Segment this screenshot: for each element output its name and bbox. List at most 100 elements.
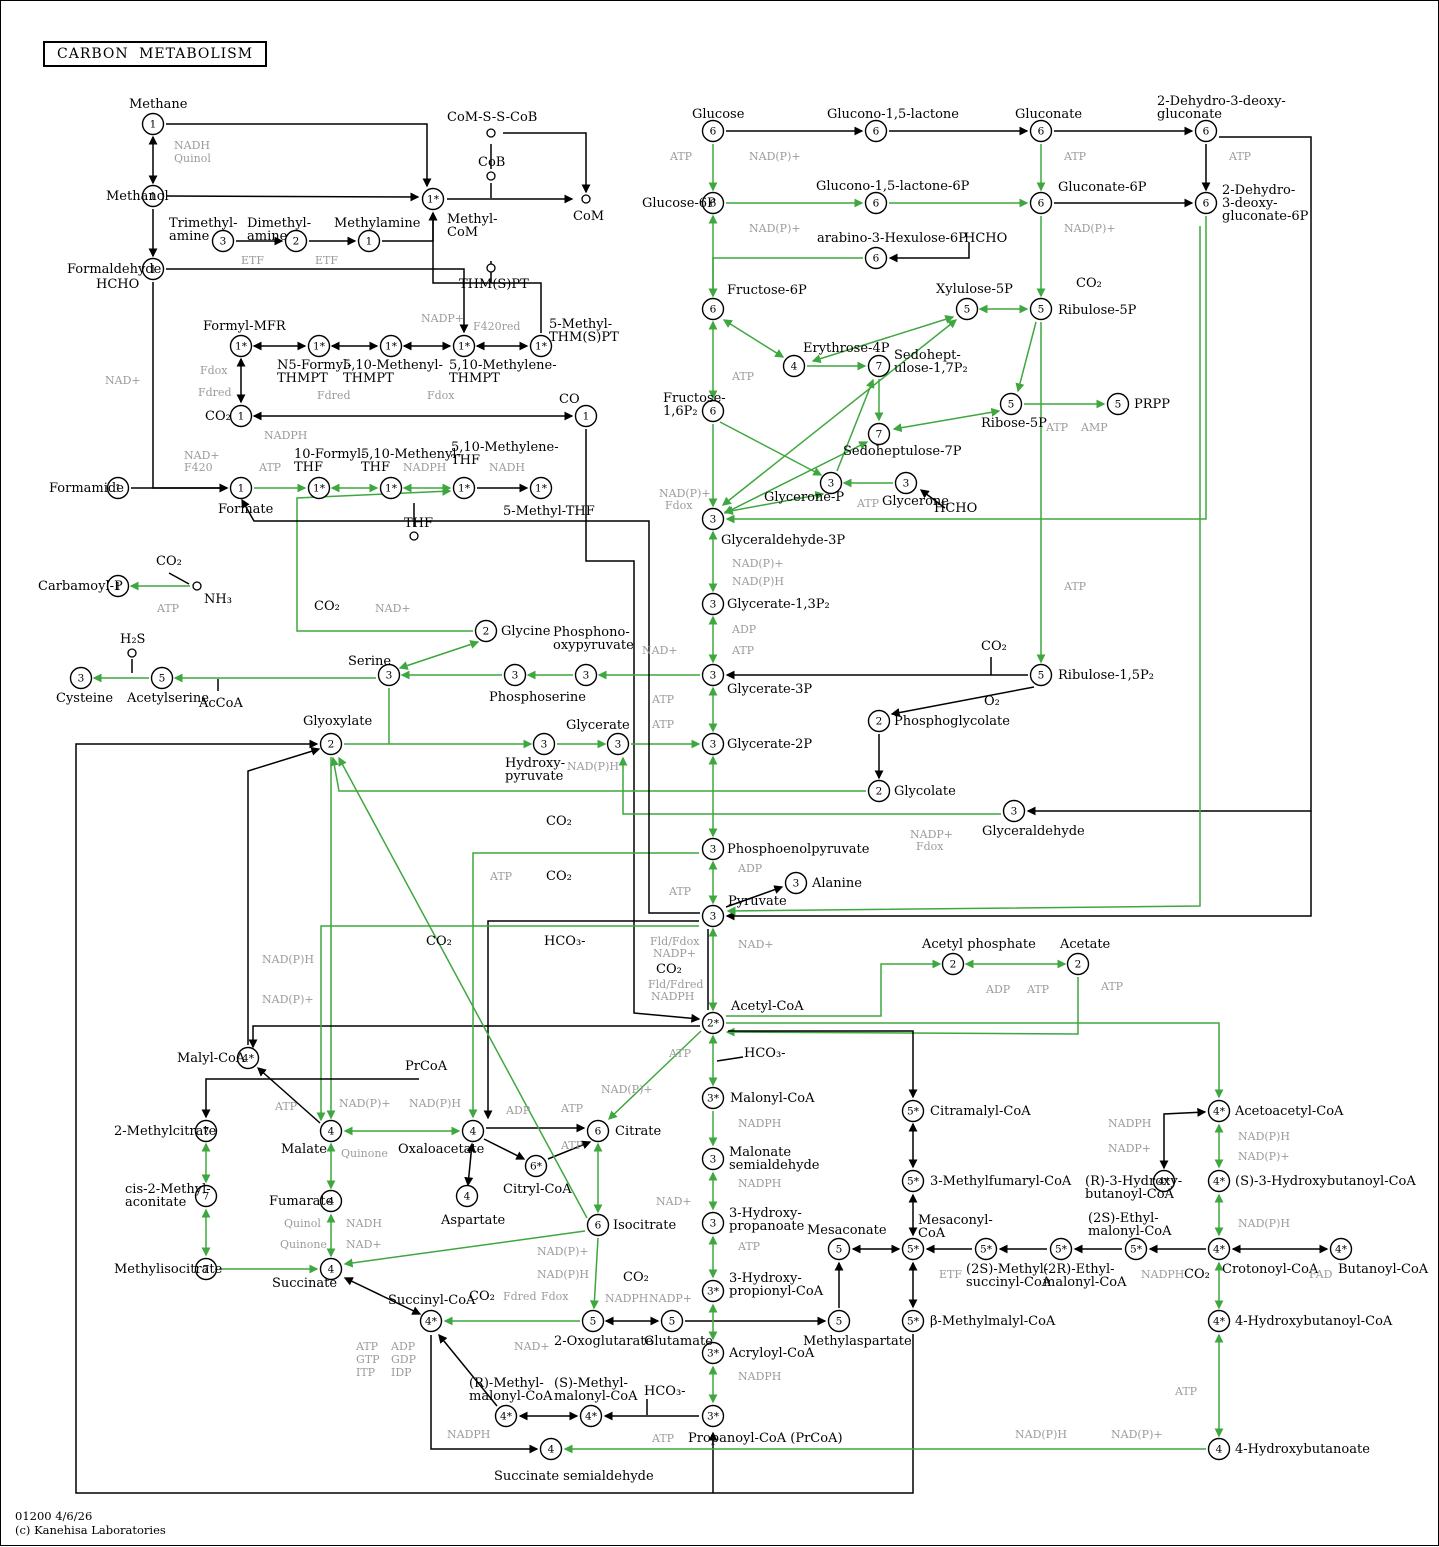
node-succinate-semialdehyde[interactable]: 4 [539, 1437, 563, 1461]
node-5-10-methylene-thmpt[interactable]: 1* [452, 334, 476, 358]
node-s-3-hydroxybutanoyl-coa[interactable]: 4* [1207, 1169, 1231, 1193]
compound-dot-h2s[interactable] [127, 648, 137, 658]
node-glucono-1-5-lactone-6p[interactable]: 6 [864, 191, 888, 215]
node-fumarate[interactable]: 4 [319, 1189, 343, 1213]
node-pyruvate[interactable]: 3 [701, 904, 725, 928]
node-co[interactable]: 1 [574, 404, 598, 428]
node-ribose-5p[interactable]: 5 [999, 392, 1023, 416]
compound-dot-nh3[interactable] [192, 581, 202, 591]
node-glycerate-3p[interactable]: 3 [701, 663, 725, 687]
node-acetylserine[interactable]: 5 [150, 666, 174, 690]
node-methylamine[interactable]: 1 [357, 229, 381, 253]
node-formamide[interactable]: 1 [106, 476, 130, 500]
node-citramalyl-coa[interactable]: 5* [901, 1099, 925, 1123]
node-5-10-methenyl-thmpt[interactable]: 1* [379, 334, 403, 358]
node-n5-formyl-thmpt[interactable]: 1* [307, 334, 331, 358]
node-phosphono-oxypyruvate[interactable]: 3 [574, 663, 598, 687]
node-methylaspartate[interactable]: 5 [827, 1309, 851, 1333]
node-2-dehydro-3-deoxy-gluconate[interactable]: 6 [1194, 119, 1218, 143]
node-methyl-com[interactable]: 1* [421, 187, 445, 211]
node-glucose[interactable]: 6 [701, 119, 725, 143]
node-gluconate[interactable]: 6 [1029, 119, 1053, 143]
node-trimethylamine[interactable]: 3 [211, 229, 235, 253]
node-cysteine[interactable]: 3 [69, 666, 93, 690]
node-2r-ethylmalonyl-coa[interactable]: 5* [1049, 1237, 1073, 1261]
node-glucono-1-5-lactone[interactable]: 6 [864, 119, 888, 143]
node-5-10-methylene-thf[interactable]: 1* [452, 476, 476, 500]
node-10-formyl-thf[interactable]: 1* [307, 476, 331, 500]
node-4-hydroxybutanoyl-coa[interactable]: 4* [1207, 1309, 1231, 1333]
node-glyceraldehyde[interactable]: 3 [1002, 799, 1026, 823]
node-fructose-1-6p2[interactable]: 6 [701, 399, 725, 423]
node-r-3-hydroxybutanoyl-coa[interactable]: 4* [1152, 1169, 1176, 1193]
node-acetyl-phosphate[interactable]: 2 [941, 952, 965, 976]
node-2-oxoglutarate[interactable]: 5 [581, 1309, 605, 1333]
node-isocitrate[interactable]: 6 [586, 1213, 610, 1237]
node-glucose-6p[interactable]: 6 [701, 191, 725, 215]
node-glutamate[interactable]: 5 [660, 1309, 684, 1333]
node-2s-methylsuccinyl-coa[interactable]: 5* [974, 1237, 998, 1261]
compound-dot-thf[interactable] [409, 531, 419, 541]
node-alanine[interactable]: 3 [784, 871, 808, 895]
node-methanol[interactable]: 1 [141, 184, 165, 208]
node-glyoxylate[interactable]: 2 [319, 732, 343, 756]
node-methane[interactable]: 1 [141, 112, 165, 136]
node-aspartate[interactable]: 4 [455, 1184, 479, 1208]
node-propanoyl-coa[interactable]: 3* [701, 1404, 725, 1428]
node-2-dehydro-3-deoxy-gluconate-6p[interactable]: 6 [1194, 191, 1218, 215]
node-glycerone[interactable]: 3 [894, 471, 918, 495]
node-sedoheptulose-7p[interactable]: 7 [867, 422, 891, 446]
node-hydroxypyruvate[interactable]: 3 [532, 732, 556, 756]
node-crotonoyl-coa[interactable]: 4* [1207, 1237, 1231, 1261]
node-3-methylfumaryl-coa[interactable]: 5* [901, 1169, 925, 1193]
node-3-hydroxypropionyl-coa[interactable]: 3* [701, 1279, 725, 1303]
node-co2[interactable]: 1 [229, 404, 253, 428]
node-glycerone-p[interactable]: 3 [819, 471, 843, 495]
compound-dot-cob[interactable] [486, 171, 496, 181]
node-sedoheptulose-1-7p2[interactable]: 7 [867, 354, 891, 378]
node-erythrose-4p[interactable]: 4 [782, 354, 806, 378]
node-methylisocitrate[interactable]: 7 [194, 1257, 218, 1281]
node-prpp[interactable]: 5 [1106, 392, 1130, 416]
compound-dot-thmspt[interactable] [486, 263, 496, 273]
node-5-methyl-thmspt[interactable]: 1* [529, 334, 553, 358]
node-butanoyl-coa[interactable]: 4* [1329, 1237, 1353, 1261]
node-glycerate-1-3p2[interactable]: 3 [701, 592, 725, 616]
node-s-methylmalonyl-coa[interactable]: 4* [579, 1404, 603, 1428]
node-arabino-3-hexulose-6p[interactable]: 6 [864, 246, 888, 270]
node-phosphoenolpyruvate[interactable]: 3 [701, 837, 725, 861]
node-malonate-semialdehyde[interactable]: 3 [701, 1147, 725, 1171]
node-cis-2-methylaconitate[interactable]: 7 [194, 1184, 218, 1208]
node-carbamoyl-p[interactable]: 1 [106, 574, 130, 598]
node-phosphoserine[interactable]: 3 [503, 663, 527, 687]
node-gluconate-6p[interactable]: 6 [1029, 191, 1053, 215]
node-serine[interactable]: 3 [377, 663, 401, 687]
node-malonyl-coa[interactable]: 3* [701, 1086, 725, 1110]
node-acryloyl-coa[interactable]: 3* [701, 1341, 725, 1365]
node-glyceraldehyde-3p[interactable]: 3 [701, 507, 725, 531]
node-acetyl-coa[interactable]: 2* [701, 1011, 725, 1035]
node-succinate[interactable]: 4 [319, 1257, 343, 1281]
node-mesaconyl-coa[interactable]: 5* [901, 1237, 925, 1261]
node-beta-methylmalyl-coa[interactable]: 5* [901, 1309, 925, 1333]
node-acetate[interactable]: 2 [1066, 952, 1090, 976]
node-formyl-mfr[interactable]: 1* [229, 334, 253, 358]
node-2s-ethylmalonyl-coa[interactable]: 5* [1124, 1237, 1148, 1261]
node-acetoacetyl-coa[interactable]: 4* [1207, 1099, 1231, 1123]
node-r-methylmalonyl-coa[interactable]: 4* [494, 1404, 518, 1428]
node-fructose-6p[interactable]: 6 [701, 297, 725, 321]
compound-dot-com-s-s-cob[interactable] [486, 128, 496, 138]
node-citryl-coa[interactable]: 6* [524, 1154, 548, 1178]
node-4-hydroxybutanoate[interactable]: 4 [1207, 1437, 1231, 1461]
compound-dot-com[interactable] [581, 194, 591, 204]
node-3-hydroxypropanoate[interactable]: 3 [701, 1211, 725, 1235]
node-citrate[interactable]: 6 [586, 1119, 610, 1143]
node-xylulose-5p[interactable]: 5 [955, 297, 979, 321]
node-glycine[interactable]: 2 [474, 619, 498, 643]
node-malate[interactable]: 4 [319, 1119, 343, 1143]
node-succinyl-coa[interactable]: 4* [419, 1309, 443, 1333]
node-2-methylcitrate[interactable]: 7 [194, 1119, 218, 1143]
node-5-10-methenyl-thf[interactable]: 1* [379, 476, 403, 500]
node-dimethylamine[interactable]: 2 [284, 229, 308, 253]
node-5-methyl-thf[interactable]: 1* [529, 476, 553, 500]
